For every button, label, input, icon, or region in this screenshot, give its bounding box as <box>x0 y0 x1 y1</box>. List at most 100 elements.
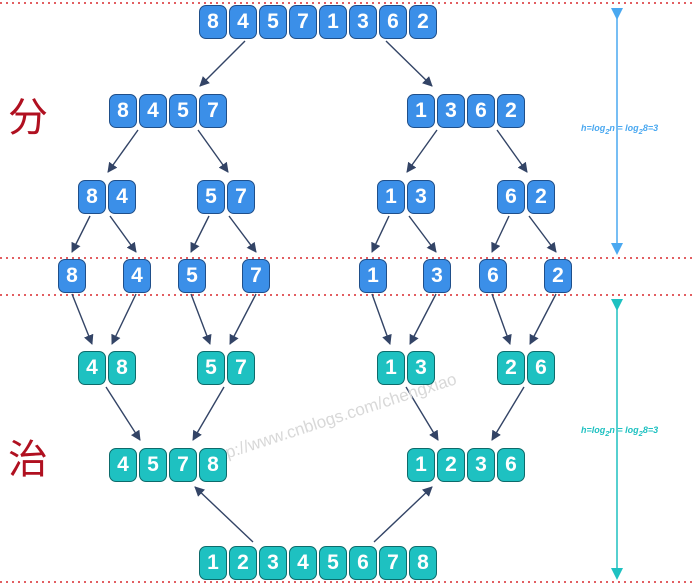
array-cell: 4 <box>139 94 167 128</box>
array-cell: 4 <box>108 180 136 214</box>
array-cell: 8 <box>108 351 136 385</box>
array-cell: 3 <box>349 5 377 39</box>
array-cell: 8 <box>199 5 227 39</box>
array-cell: 2 <box>409 5 437 39</box>
formula-subscript: 2 <box>638 428 643 438</box>
array-cell: 7 <box>199 94 227 128</box>
connector-arrow <box>111 293 137 345</box>
connector-arrow <box>199 40 246 87</box>
array-cell: 6 <box>497 448 525 482</box>
array-cell: 1 <box>199 546 227 580</box>
formula-text: n = log <box>609 123 639 133</box>
array-cell: 8 <box>409 546 437 580</box>
connector-arrow <box>190 215 210 253</box>
formula-subscript: 2 <box>605 428 610 438</box>
array-cell: 1 <box>407 94 435 128</box>
formula-text: 8=3 <box>642 123 659 133</box>
array-cell: 7 <box>289 5 317 39</box>
array-cell: 2 <box>229 546 257 580</box>
array-cell: 6 <box>467 94 495 128</box>
array-cell: 3 <box>407 180 435 214</box>
connector-arrow <box>491 386 525 441</box>
array-cell: 4 <box>109 448 137 482</box>
formula-subscript: 2 <box>605 126 610 136</box>
array-cell: 4 <box>229 5 257 39</box>
connector-arrow <box>105 386 141 441</box>
connector-arrow <box>405 386 439 441</box>
array-cell: 1 <box>377 351 405 385</box>
array-cell: 2 <box>497 94 525 128</box>
array-cell: 8 <box>58 259 86 293</box>
array-cell: 3 <box>437 94 465 128</box>
array-cell: 5 <box>259 5 287 39</box>
connector-arrow <box>197 129 229 173</box>
connector-arrow <box>371 293 392 345</box>
array-cell: 5 <box>178 259 206 293</box>
array-cell: 8 <box>199 448 227 482</box>
array-cell: 7 <box>227 351 255 385</box>
array-cell: 3 <box>423 259 451 293</box>
formula-text: n = log <box>609 425 639 435</box>
array-cell: 2 <box>497 351 525 385</box>
height-formula-conquer: h=log2n = log28=3 <box>581 425 658 438</box>
array-cell: 3 <box>407 351 435 385</box>
connector-arrow <box>385 40 433 87</box>
connector-arrow <box>194 486 254 543</box>
array-cell: 8 <box>109 94 137 128</box>
connector-arrow <box>371 215 390 253</box>
array-cell: 7 <box>169 448 197 482</box>
connector-arrow <box>373 486 433 543</box>
connector-arrow <box>528 215 557 253</box>
array-cell: 5 <box>139 448 167 482</box>
array-cell: 8 <box>78 180 106 214</box>
array-cell: 1 <box>359 259 387 293</box>
array-cell: 7 <box>227 180 255 214</box>
connector-arrow <box>190 293 212 345</box>
connector-arrow <box>491 215 510 253</box>
connector-arrow <box>496 129 528 173</box>
connector-arrow <box>192 386 225 441</box>
formula-text: 8=3 <box>642 425 659 435</box>
array-cell: 5 <box>169 94 197 128</box>
array-cell: 3 <box>259 546 287 580</box>
connector-arrow <box>409 293 437 345</box>
connector-arrow <box>529 293 557 345</box>
array-cell: 6 <box>527 351 555 385</box>
array-cell: 6 <box>479 259 507 293</box>
connector-arrow <box>406 129 438 173</box>
connector-arrow <box>491 293 512 345</box>
array-cell: 2 <box>527 180 555 214</box>
array-cell: 4 <box>289 546 317 580</box>
array-cell: 5 <box>319 546 347 580</box>
connector-arrow <box>228 215 257 253</box>
array-cell: 7 <box>242 259 270 293</box>
divide-label: 分 <box>8 95 48 141</box>
connector-arrow <box>109 215 137 253</box>
connector-arrow <box>71 215 91 253</box>
array-cell: 6 <box>379 5 407 39</box>
connector-arrow <box>229 293 257 345</box>
array-cell: 1 <box>407 448 435 482</box>
array-cell: 6 <box>349 546 377 580</box>
conquer-label: 治 <box>8 437 48 483</box>
array-cell: 5 <box>197 351 225 385</box>
array-cell: 2 <box>437 448 465 482</box>
array-cell: 7 <box>379 546 407 580</box>
array-cell: 4 <box>123 259 151 293</box>
formula-text: h=log <box>581 123 606 133</box>
height-formula-divide: h=log2n = log28=3 <box>581 123 658 136</box>
array-cell: 3 <box>467 448 495 482</box>
array-cell: 1 <box>377 180 405 214</box>
array-cell: 2 <box>544 259 572 293</box>
array-cell: 6 <box>497 180 525 214</box>
formula-text: h=log <box>581 425 606 435</box>
formula-subscript: 2 <box>638 126 643 136</box>
connector-arrow <box>71 293 94 345</box>
array-cell: 5 <box>197 180 225 214</box>
connector-arrow <box>408 215 437 253</box>
array-cell: 1 <box>319 5 347 39</box>
array-cell: 4 <box>78 351 106 385</box>
connector-arrow <box>107 129 139 173</box>
